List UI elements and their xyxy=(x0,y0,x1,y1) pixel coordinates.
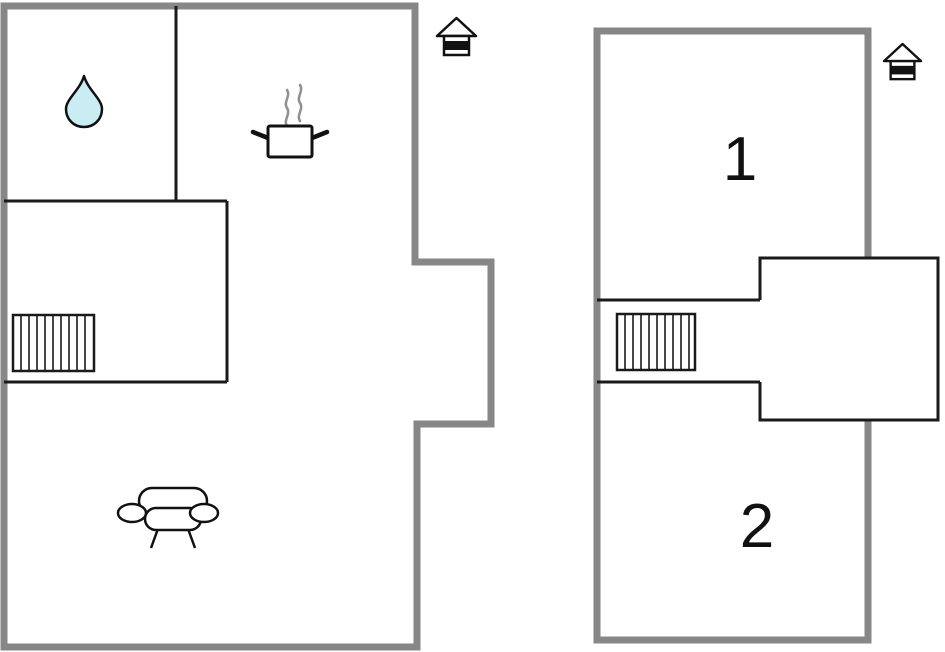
landing-walls xyxy=(758,256,940,422)
sofa-arm-right xyxy=(188,502,220,524)
upper-floor-plan: 1 2 xyxy=(593,27,940,644)
stairs-icon xyxy=(11,313,96,373)
ground-floor-inner-walls xyxy=(4,6,229,384)
pot-body xyxy=(266,124,314,159)
house-icon xyxy=(435,16,478,57)
ground-floor-outer-wall xyxy=(0,2,495,651)
room-1-label: 1 xyxy=(723,125,757,194)
sofa-icon xyxy=(116,486,220,549)
upper-floor-inner-walls xyxy=(597,298,760,384)
steam-line-left xyxy=(284,88,290,128)
stairs-outline xyxy=(615,312,697,372)
house-icon xyxy=(882,42,923,81)
room-2-label: 2 xyxy=(740,492,774,561)
water-drop-shape xyxy=(64,74,104,129)
pot-handle-left xyxy=(250,129,271,141)
water-drop-icon xyxy=(64,74,104,129)
ground-floor-plan xyxy=(0,2,495,651)
house-band xyxy=(444,41,469,50)
cooking-pot-icon xyxy=(250,83,330,159)
house-roof xyxy=(882,42,923,63)
sofa-arm-left xyxy=(116,502,148,524)
upper-floor-outer-wall xyxy=(593,27,872,644)
stairs-icon xyxy=(615,312,697,372)
stairs-treads xyxy=(20,315,86,371)
stairs-treads xyxy=(624,314,690,370)
steam-line-right xyxy=(297,83,303,123)
pot-handle-right xyxy=(309,129,330,141)
house-band xyxy=(890,65,915,75)
house-roof xyxy=(435,16,478,38)
